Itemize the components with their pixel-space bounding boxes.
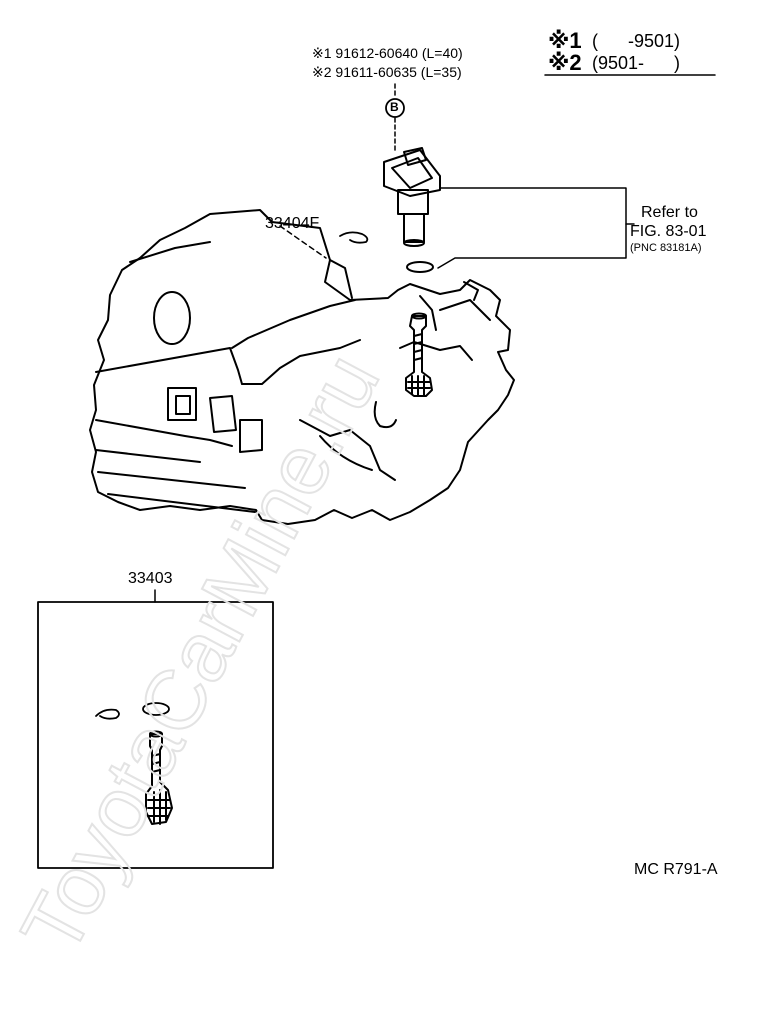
bolt-callout-circle xyxy=(385,98,405,118)
note1-mark: ※1 xyxy=(548,28,582,53)
refer-text-2: FIG. 83-01 xyxy=(630,223,707,240)
refer-text-3: (PNC 83181A) xyxy=(630,242,702,254)
o-ring xyxy=(406,261,434,273)
part-number-33404f: 33404F xyxy=(265,215,320,232)
kit-o-ring xyxy=(142,702,170,716)
kit-e-ring xyxy=(95,708,120,720)
kit-gear xyxy=(145,730,173,825)
note2-range: (9501- ) xyxy=(592,53,681,73)
refer-bracket xyxy=(437,187,627,269)
bolt-callout-label: B xyxy=(390,100,399,114)
note2-mark: ※2 xyxy=(548,50,582,75)
figure-code: MC R791-A xyxy=(634,861,718,878)
bolt-part-line-1: ※1 91612-60640 (L=40) xyxy=(312,45,463,61)
transaxle-housing xyxy=(89,209,515,525)
speed-sensor xyxy=(383,147,441,247)
e-ring-top xyxy=(339,231,369,244)
bolt-part-line-2: ※2 91611-60635 (L=35) xyxy=(312,64,462,80)
note1-range: ( -9501) xyxy=(592,31,681,51)
refer-text-1: Refer to xyxy=(641,204,698,221)
part-number-33403: 33403 xyxy=(128,570,173,587)
driven-gear xyxy=(405,312,433,397)
